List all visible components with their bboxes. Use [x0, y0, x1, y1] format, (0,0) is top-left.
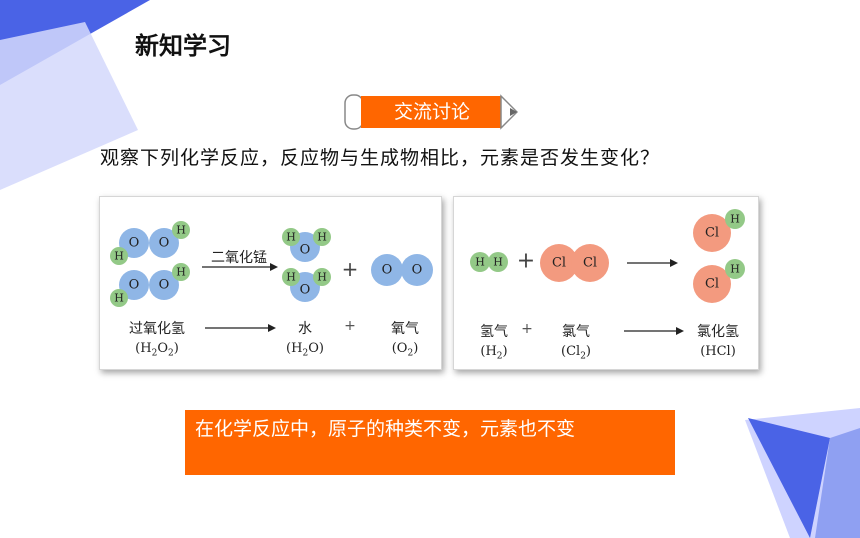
tag-label: 交流讨论: [393, 101, 470, 123]
molecule-diagram-2: H H + Cl Cl Cl H Cl H: [470, 209, 745, 335]
svg-text:+: +: [517, 249, 535, 274]
reactant-name: 过氧化氢: [129, 321, 185, 337]
catalyst-label: 二氧化锰: [211, 250, 267, 266]
hydrogen-peroxide-molecule: O O H H: [110, 221, 190, 265]
product1-formula: (H2O): [286, 341, 324, 359]
svg-text:H: H: [730, 263, 740, 276]
svg-text:Cl: Cl: [552, 256, 566, 271]
reaction-panel-hydrogen-chloride: H H + Cl Cl Cl H Cl H 氢气 (H2) + 氯气 (Cl2)…: [453, 196, 759, 370]
hydrogen-chloride-molecule: Cl H: [693, 259, 745, 303]
hydrogen-chloride-molecule: Cl H: [693, 209, 745, 252]
svg-text:H: H: [286, 271, 296, 284]
reactant1-formula: (H2): [480, 344, 508, 362]
product2-name: 氧气: [391, 321, 419, 337]
reactant1-name: 氢气: [480, 324, 508, 340]
discussion-tag: 交流讨论: [343, 92, 518, 132]
svg-text:H: H: [730, 213, 740, 226]
reactant-formula: (H2O2): [135, 341, 179, 359]
svg-text:H: H: [317, 271, 327, 284]
plus-sign: +: [521, 321, 533, 337]
svg-text:H: H: [114, 250, 124, 263]
bottom-right-decoration: [745, 408, 860, 538]
reaction-panel-hydrogen-peroxide: O O H H O O H H O H H: [99, 196, 442, 370]
svg-text:+: +: [342, 257, 359, 281]
svg-text:O: O: [300, 283, 311, 298]
svg-text:H: H: [286, 231, 296, 244]
svg-text:H: H: [475, 256, 485, 269]
svg-text:O: O: [129, 236, 140, 251]
water-molecule: O H H: [282, 228, 331, 262]
svg-text:O: O: [159, 236, 170, 251]
svg-text:H: H: [317, 231, 327, 244]
svg-text:O: O: [412, 263, 423, 278]
svg-text:H: H: [493, 256, 503, 269]
page-title: 新知学习: [135, 32, 231, 60]
svg-text:O: O: [300, 243, 311, 258]
svg-text:O: O: [129, 278, 140, 293]
svg-text:O: O: [159, 278, 170, 293]
product2-formula: (O2): [391, 341, 419, 359]
plus-sign: +: [344, 318, 356, 334]
top-left-decoration: [0, 0, 150, 190]
product-name: 氯化氢: [697, 324, 739, 340]
reactant2-name: 氯气: [562, 324, 590, 340]
water-molecule: O H H: [282, 268, 331, 302]
molecule-diagram-1: O O H H O O H H O H H: [110, 221, 433, 332]
hydrogen-peroxide-molecule: O O H H: [110, 263, 190, 307]
product1-name: 水: [298, 321, 312, 337]
svg-text:Cl: Cl: [705, 226, 719, 241]
svg-text:Cl: Cl: [583, 256, 597, 271]
chlorine-molecule: Cl Cl: [540, 244, 609, 282]
product-formula: (HCl): [700, 344, 736, 359]
hydrogen-molecule: H H: [470, 252, 508, 272]
conclusion-box: 在化学反应中，原子的种类不变，元素也不变: [185, 410, 675, 475]
svg-text:H: H: [176, 266, 186, 279]
question-text: 观察下列化学反应，反应物与生成物相比，元素是否发生变化？: [100, 147, 661, 169]
svg-text:H: H: [176, 224, 186, 237]
svg-text:Cl: Cl: [705, 277, 719, 292]
svg-text:O: O: [382, 263, 393, 278]
oxygen-molecule: O O: [371, 254, 433, 286]
reactant2-formula: (Cl2): [561, 344, 591, 362]
svg-text:H: H: [114, 292, 124, 305]
pencil-shape: [344, 94, 518, 130]
